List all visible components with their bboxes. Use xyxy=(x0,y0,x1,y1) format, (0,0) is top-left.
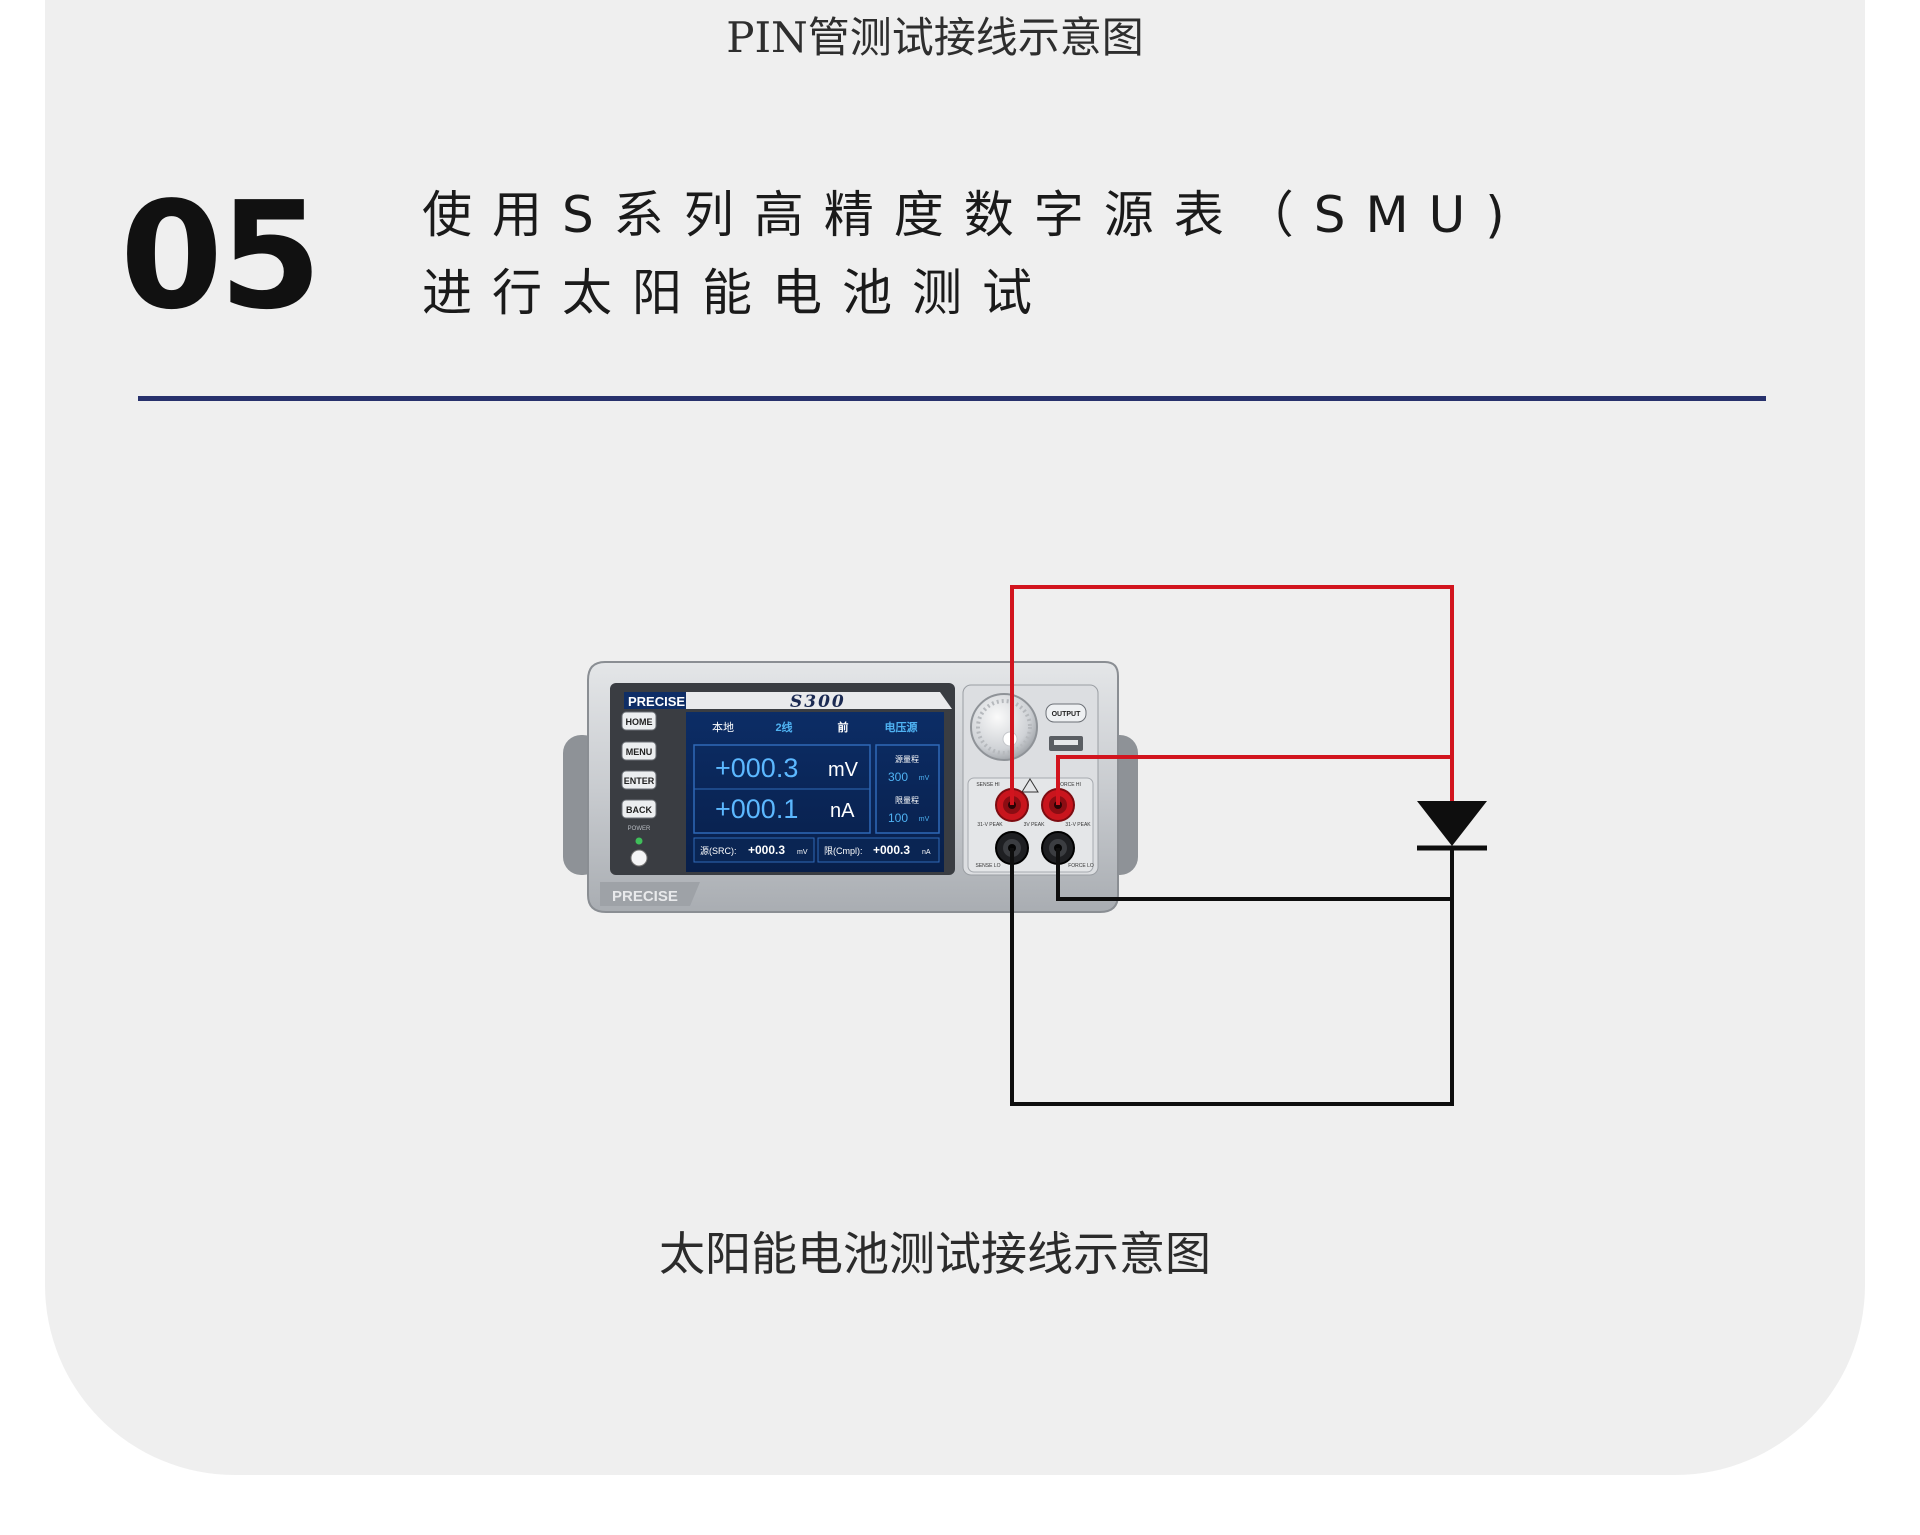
force-lo-wire xyxy=(1056,848,1452,901)
usb-port-inner xyxy=(1054,740,1078,745)
wiring xyxy=(1010,585,1454,1106)
power-led xyxy=(635,837,643,845)
brand-label: PRECISE xyxy=(628,694,685,709)
source-range-label: 源量程 xyxy=(895,755,919,764)
voltage-unit: mV xyxy=(828,759,859,781)
cmpl-unit: nA xyxy=(922,849,931,856)
warning-icon xyxy=(1021,778,1039,793)
diode-symbol xyxy=(1417,801,1487,851)
smu-instrument: PRECISE PRECISE S300 HOME MENU ENTER BAC… xyxy=(563,661,1138,913)
model-strip xyxy=(686,692,952,709)
pin-diagram-caption: PIN管测试接线示意图 xyxy=(726,13,1144,62)
sense-lo-wire xyxy=(1010,848,1454,1106)
peak-right-label: 31-V PEAK xyxy=(1065,822,1091,828)
force-hi-wire xyxy=(1056,755,1454,805)
bottom-badge xyxy=(600,882,700,906)
status-front: 前 xyxy=(838,720,849,734)
output-button-label: OUTPUT xyxy=(1052,711,1082,718)
status-local: 本地 xyxy=(712,720,734,734)
menu-button[interactable] xyxy=(621,741,657,761)
current-readout: +000.1 xyxy=(715,794,798,824)
sense-lo-label: SENSE LO xyxy=(975,863,1000,869)
source-range-unit: mV xyxy=(919,775,930,782)
sense-hi-label: SENSE HI xyxy=(976,782,999,788)
peak-left-label: 31-V PEAK xyxy=(977,822,1003,828)
menu-button-label: MENU xyxy=(626,747,653,757)
src-value: +000.3 xyxy=(748,843,785,857)
front-buttons: HOME MENU ENTER BACK POWER xyxy=(621,711,657,867)
divider-rule xyxy=(138,396,1766,401)
bottom-brand-label: PRECISE xyxy=(612,888,678,905)
src-label: 源(SRC): xyxy=(700,846,737,856)
section-heading: 使用S系列高精度数字源表（SMU) 进行太阳能电池测试 xyxy=(422,176,1525,332)
screen-status-bar: 本地 2线 前 电压源 xyxy=(712,720,918,734)
home-button[interactable] xyxy=(621,711,657,731)
status-mode: 电压源 xyxy=(885,720,918,734)
enter-button[interactable] xyxy=(621,770,657,790)
home-button-label: HOME xyxy=(626,717,653,727)
limit-range-unit: mV xyxy=(919,816,930,823)
power-label: POWER xyxy=(628,826,651,832)
src-box xyxy=(693,837,815,863)
src-unit: mV xyxy=(797,849,808,856)
diode-triangle xyxy=(1417,801,1487,846)
heading-line-2: 进行太阳能电池测试 xyxy=(422,264,1052,322)
enter-button-label: ENTER xyxy=(624,776,655,786)
range-panel xyxy=(875,744,940,834)
model-label: S300 xyxy=(790,692,846,712)
back-button-label: BACK xyxy=(626,805,652,815)
power-button[interactable] xyxy=(630,849,648,867)
brand-badge xyxy=(624,692,686,709)
back-button[interactable] xyxy=(621,799,657,819)
cmpl-label: 限(Cmpl): xyxy=(824,846,863,856)
knob-grip xyxy=(976,699,1032,755)
force-hi-label: FORCE HI xyxy=(1057,782,1081,788)
heading-line-1: 使用S系列高精度数字源表（SMU) xyxy=(422,186,1525,244)
peak-mid-label: 3V PEAK xyxy=(1024,822,1046,828)
voltage-readout: +000.3 xyxy=(715,753,798,783)
cmpl-value: +000.3 xyxy=(873,843,910,857)
rotary-knob[interactable] xyxy=(970,693,1038,761)
force-lo-label: FORCE LO xyxy=(1068,863,1094,869)
output-button[interactable] xyxy=(1045,703,1087,723)
limit-range-value: 100 xyxy=(888,811,908,825)
step-number: 05 xyxy=(120,170,322,342)
sense-hi-wire xyxy=(1010,585,1454,805)
status-2wire: 2线 xyxy=(775,720,792,734)
limit-range-label: 限量程 xyxy=(895,796,919,805)
cmpl-box xyxy=(817,837,940,863)
current-unit: nA xyxy=(830,800,855,822)
solar-diagram-caption: 太阳能电池测试接线示意图 xyxy=(659,1227,1211,1281)
source-range-value: 300 xyxy=(888,770,908,784)
